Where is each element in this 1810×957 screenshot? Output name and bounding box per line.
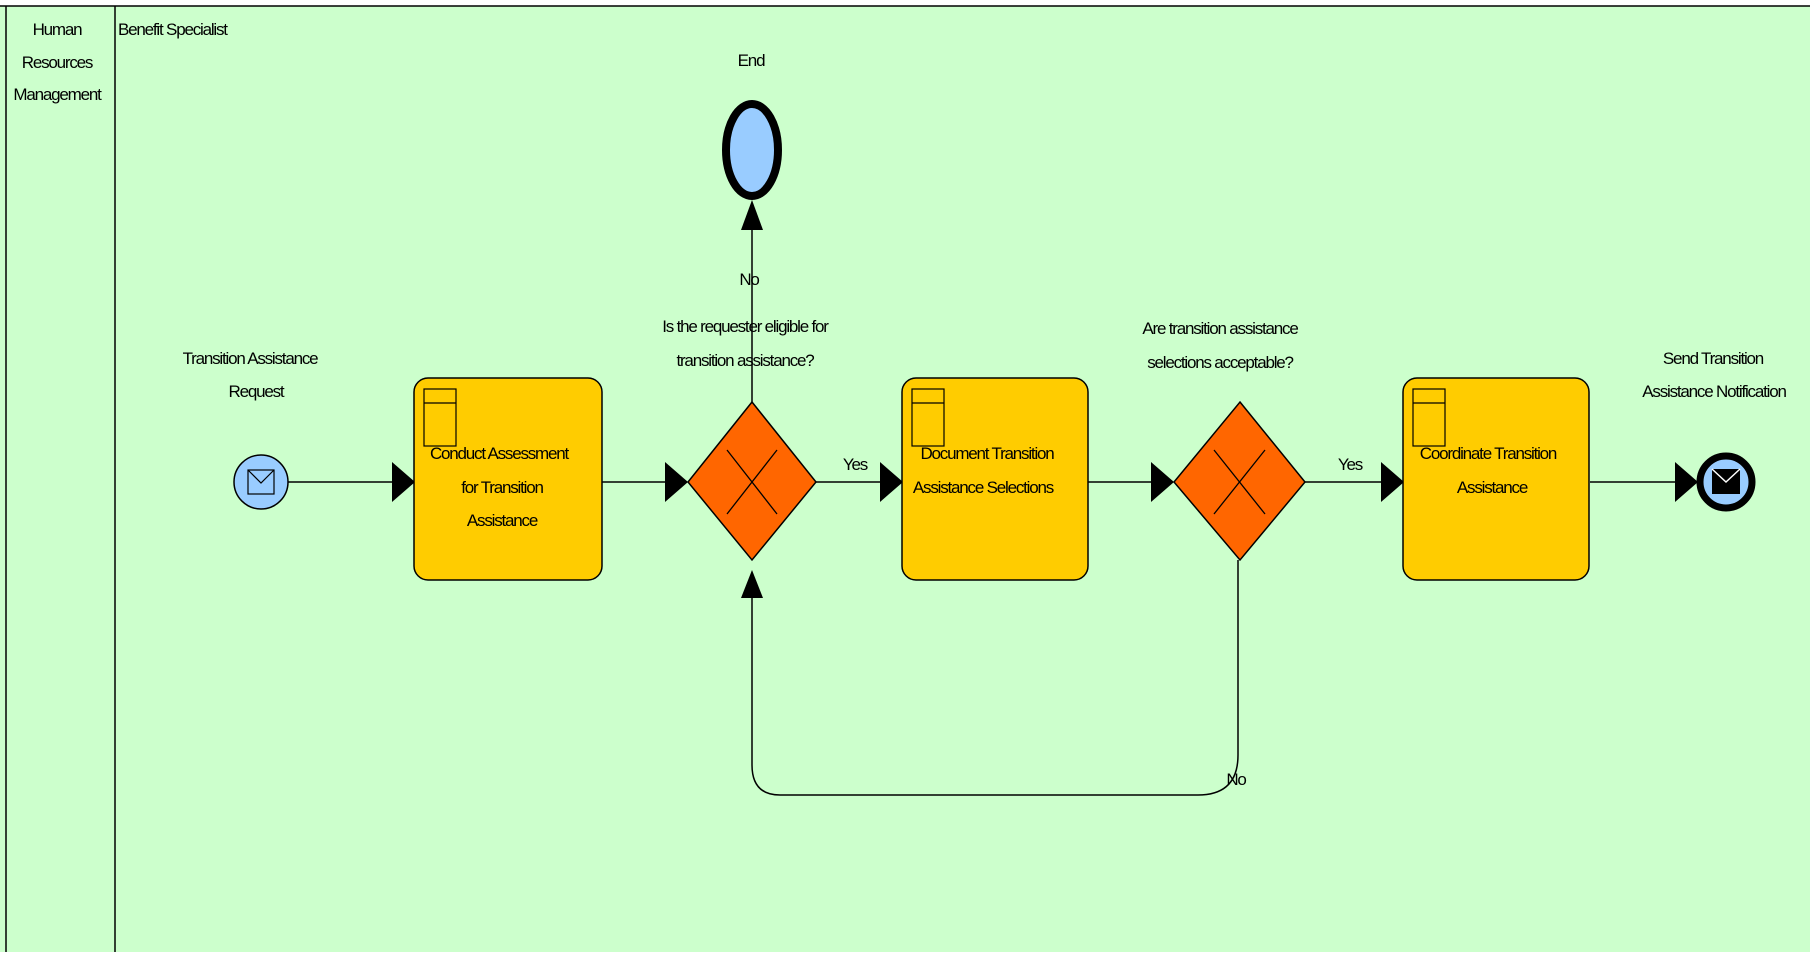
gateway-eligible-question-line-1: Is the requester eligible for — [662, 317, 829, 336]
flow-arrowheads — [392, 200, 1698, 598]
gateway-acceptable-question-line-1: Are transition assistance — [1142, 319, 1298, 338]
subprocess-marker-icon — [423, 388, 457, 447]
flow-label-eligible-yes: Yes — [843, 455, 868, 474]
task-label-line-2: Assistance Selections — [913, 478, 1054, 497]
start-event-label-line-2: Request — [229, 382, 285, 401]
task-label-line-1: Coordinate Transition — [1420, 444, 1557, 463]
end-send-label-line-1: Send Transition — [1663, 349, 1764, 368]
end-send-label-line-2: Assistance Notification — [1642, 382, 1786, 401]
task-label-line-1: Document Transition — [920, 444, 1054, 463]
task-coordinate-assistance[interactable]: Coordinate Transition Assistance — [1402, 377, 1590, 581]
envelope-icon — [247, 469, 275, 495]
arrowhead-coordinate — [1381, 462, 1404, 502]
gateway-eligible[interactable] — [687, 400, 817, 562]
arrowhead-gateway2 — [1151, 462, 1174, 502]
task-document-selections[interactable]: Document Transition Assistance Selection… — [901, 377, 1089, 581]
flow-label-acceptable-no: No — [1226, 770, 1246, 789]
gateway-acceptable[interactable] — [1173, 400, 1306, 562]
task-label-line-2: for Transition — [461, 478, 543, 497]
gateway-eligible-question-line-2: transition assistance? — [676, 351, 814, 370]
start-event-label-line-1: Transition Assistance — [183, 349, 319, 368]
gateway-acceptable-question-line-2: selections acceptable? — [1147, 353, 1293, 372]
start-event[interactable] — [233, 454, 289, 510]
subprocess-marker-icon — [1412, 388, 1446, 447]
task-label-line-3: Assistance — [467, 511, 538, 530]
arrowhead-end-send — [1675, 462, 1698, 502]
arrowhead-document — [880, 462, 903, 502]
filled-envelope-icon — [1711, 468, 1741, 494]
flow-label-acceptable-yes: Yes — [1338, 455, 1363, 474]
pool-name-line-2: Resources — [22, 53, 93, 72]
end-event-no[interactable] — [722, 100, 782, 200]
task-conduct-assessment[interactable]: Conduct Assessment for Transition Assist… — [413, 377, 603, 581]
end-event-label: End — [738, 51, 765, 70]
task-label-line-1: Conduct Assessment — [430, 444, 570, 463]
pool-name-line-3: Management — [13, 85, 102, 104]
flow-label-eligible-no: No — [739, 270, 759, 289]
lane-name: Benefit Specialist — [118, 20, 228, 39]
arrowhead-gateway1 — [665, 462, 688, 502]
sequence-flows — [288, 228, 1675, 796]
pool-name-line-1: Human — [33, 20, 83, 39]
flow-gateway2-no-loop — [751, 560, 1239, 796]
task-label-line-2: Assistance — [1457, 478, 1528, 497]
arrowhead-conduct — [392, 462, 415, 502]
arrowhead-loop-back — [741, 570, 763, 598]
subprocess-marker-icon — [911, 388, 945, 447]
arrowhead-end-no — [741, 200, 763, 230]
